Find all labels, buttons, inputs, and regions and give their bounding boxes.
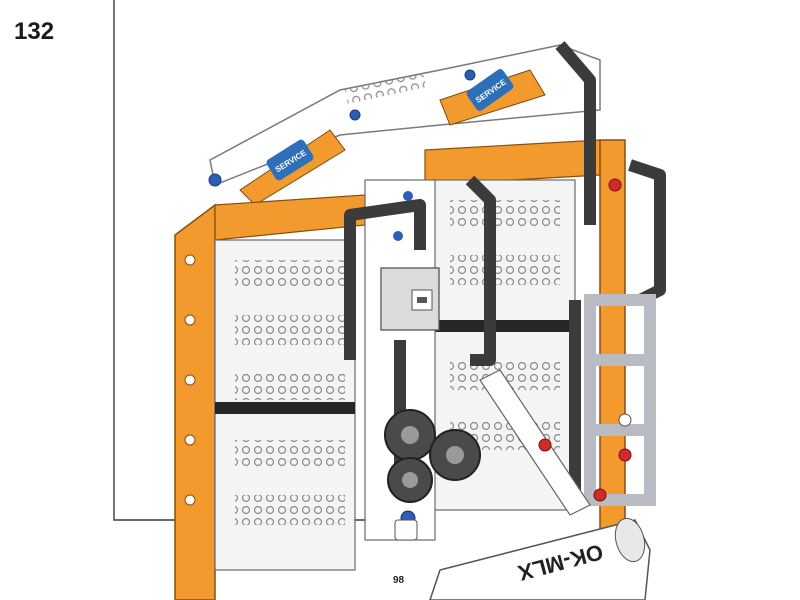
gear-assembly bbox=[384, 409, 481, 503]
top-arch: SERVICE SERVICE bbox=[208, 44, 601, 206]
orange-side-frame bbox=[174, 139, 626, 600]
diagonal-link bbox=[479, 369, 591, 516]
page-number: 98 bbox=[393, 575, 405, 586]
light-gray-frame bbox=[584, 294, 656, 506]
pins bbox=[393, 178, 632, 541]
decal-cylinder: OK-MLX bbox=[429, 517, 651, 600]
step-number: 132 bbox=[14, 18, 55, 45]
